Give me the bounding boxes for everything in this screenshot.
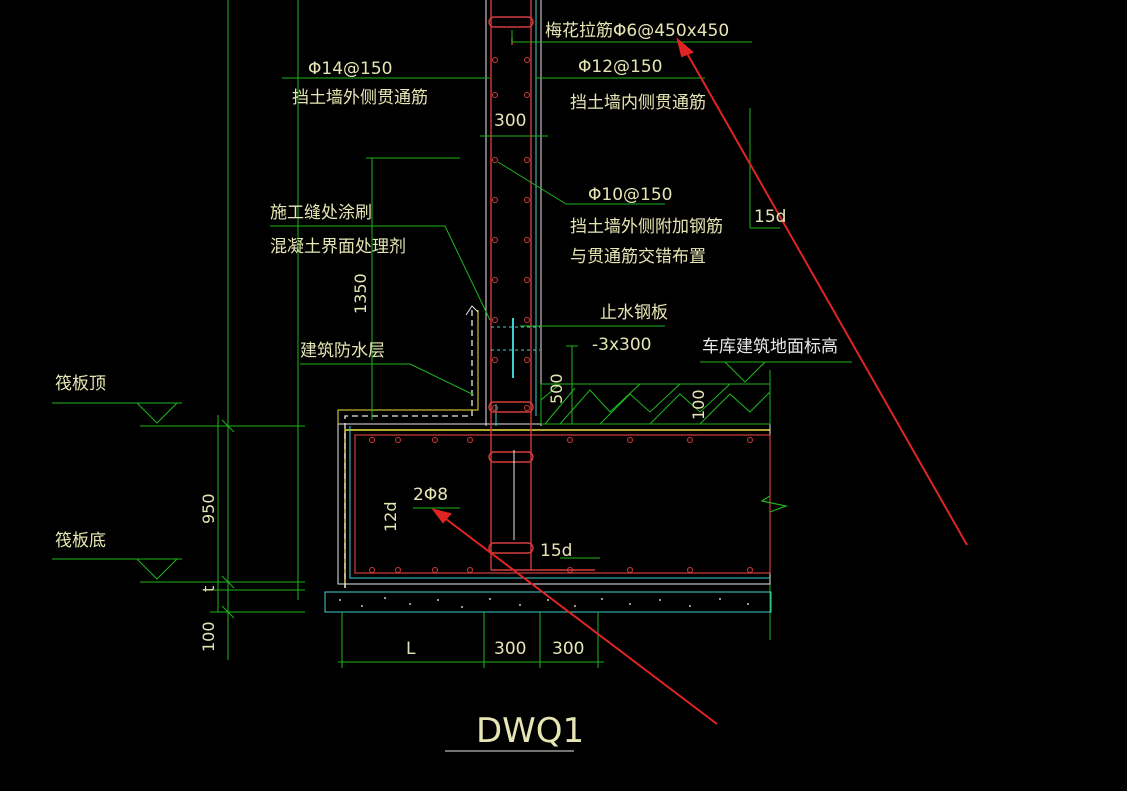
label-inner-rebar-desc: 挡土墙内侧贯通筋	[570, 93, 706, 113]
label-joint-note1: 施工缝处涂刷	[270, 203, 372, 223]
retaining-wall	[485, 0, 595, 571]
leader-lines	[270, 30, 752, 559]
label-dim-t: t	[199, 586, 218, 592]
label-inner-rebar-spec: Φ12@150	[578, 57, 662, 77]
elevation-marker-raft-bottom	[52, 558, 305, 583]
dimension-lines-left	[210, 419, 305, 619]
raft-slab	[337, 423, 789, 588]
label-raft-top: 筏板顶	[55, 374, 106, 394]
label-raft-bottom: 筏板底	[55, 531, 106, 551]
label-extra-rebar-desc2: 与贯通筋交错布置	[570, 247, 706, 267]
label-dim-1350: 1350	[351, 273, 370, 314]
label-outer-rebar-spec: Φ14@150	[308, 59, 392, 79]
tie-bar-hooks	[488, 16, 534, 554]
label-dim-500: 500	[547, 373, 566, 404]
label-dim-wall: 300	[494, 111, 526, 131]
label-dim-300-a: 300	[494, 639, 526, 659]
cushion-layer	[324, 591, 772, 613]
drawing-title: DWQ1	[476, 711, 584, 751]
waterproof-layer	[344, 310, 473, 588]
label-anchor-12d: 12d	[381, 501, 400, 532]
label-waterproof: 建筑防水层	[300, 341, 385, 361]
garage-floor-hatch	[540, 383, 771, 425]
label-rebar-2phi8: 2Φ8	[413, 485, 448, 505]
label-anchor-15d-bottom: 15d	[540, 541, 572, 561]
label-extra-rebar-spec: Φ10@150	[588, 185, 672, 205]
annotation-arrows	[431, 37, 968, 725]
label-extra-rebar-desc1: 挡土墙外侧附加钢筋	[570, 217, 723, 237]
elevation-marker-raft-top	[52, 402, 305, 427]
dimension-lines	[338, 108, 780, 668]
label-dim-L: L	[406, 639, 416, 659]
garage-elevation-marker	[700, 361, 852, 383]
waterproof-layer-solid	[337, 310, 479, 424]
label-dim-100-right: 100	[689, 389, 708, 420]
label-tie-bar: 梅花拉筋Φ6@450x450	[545, 21, 729, 41]
label-garage-level: 车库建筑地面标高	[702, 337, 838, 357]
label-waterstop2: -3x300	[592, 335, 651, 355]
water-stop-plate	[491, 318, 540, 378]
label-joint-note2: 混凝土界面处理剂	[270, 237, 406, 257]
label-dim-300-b: 300	[552, 639, 584, 659]
label-waterstop1: 止水钢板	[600, 303, 668, 323]
label-dim-950: 950	[199, 493, 218, 524]
label-dim-100-left: 100	[199, 621, 218, 652]
label-anchor-15d-top: 15d	[754, 207, 786, 227]
wall-rebar-dots	[492, 57, 530, 411]
waterproof-hook	[465, 305, 479, 316]
label-outer-rebar-desc: 挡土墙外侧贯通筋	[292, 88, 428, 108]
slab-rebar-dots	[369, 437, 753, 573]
